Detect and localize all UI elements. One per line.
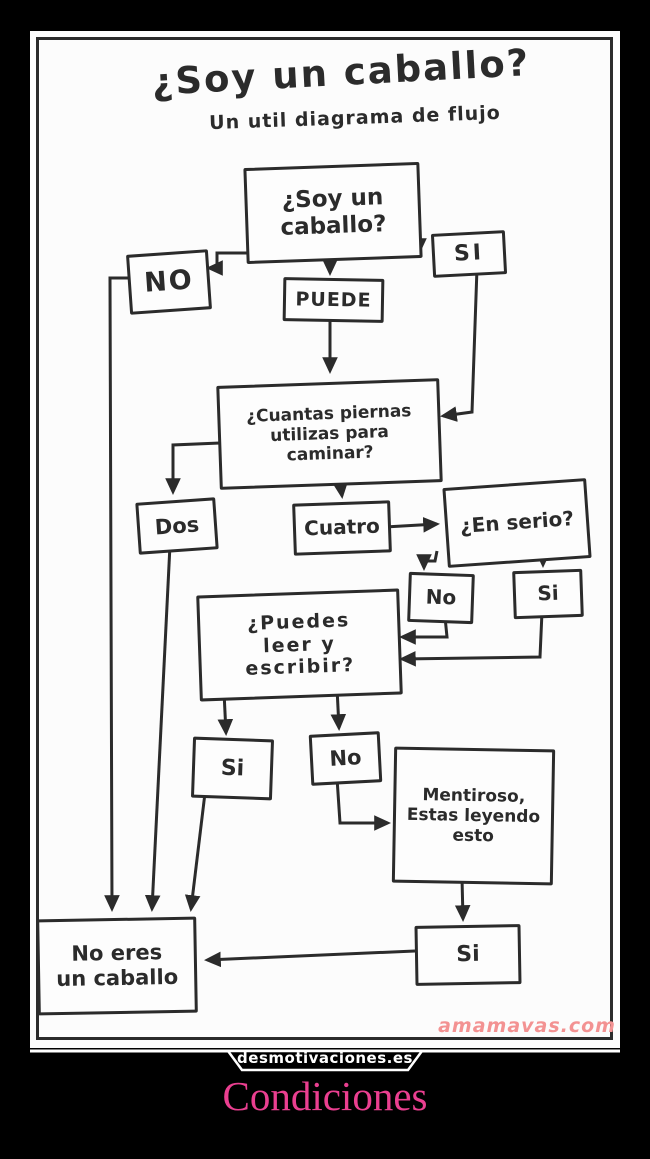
site-name: desmotivaciones.es [237,1049,413,1067]
node-label: No [425,584,457,610]
node-dos: Dos [135,497,219,555]
node-label: ¿Puedes leer y escribir? [244,609,356,681]
meme-caption: Condiciones [222,1073,428,1119]
node-label: No [328,745,363,771]
node-puede: PUEDE [282,277,385,323]
node-si: SI [430,230,508,278]
watermark: amamavas.com [438,1015,616,1037]
node-label: NO [143,264,195,299]
node-label: SI [453,240,485,267]
node-label: No eres un caballo [56,940,179,992]
site-tab-shape [30,1049,620,1072]
node-label: ¿Soy un caballo? [280,184,387,241]
node-si-bottom: Si [414,924,522,986]
node-puedes-leer: ¿Puedes leer y escribir? [196,588,403,702]
node-no-eres-caballo: No eres un caballo [36,916,198,1016]
node-label: Si [536,580,560,606]
node-mentiroso: Mentiroso, Estas leyendo esto [391,746,556,886]
node-label: PUEDE [295,288,372,312]
node-label: ¿En serio? [459,506,575,539]
node-label: Mentiroso, Estas leyendo esto [406,785,541,847]
node-label: Dos [154,512,200,540]
node-no: NO [126,249,212,315]
node-si-mid: Si [512,568,584,620]
node-cuantas-piernas: ¿Cuantas piernas utilizas para caminar? [216,378,443,490]
node-no-mid: No [407,571,475,625]
tab-notch [225,1049,425,1072]
node-label: Si [456,941,480,968]
node-label: Cuatro [303,513,381,541]
node-cuatro: Cuatro [292,500,392,556]
node-label: ¿Cuantas piernas utilizas para caminar? [245,401,412,466]
node-en-serio: ¿En serio? [442,478,592,568]
node-soy-un-caballo: ¿Soy un caballo? [243,161,423,265]
drawn-border [36,37,613,1040]
flowchart-image: ¿Soy un caballo? Un util diagrama de flu… [30,31,620,1048]
node-label: Si [220,755,245,781]
node-no-center: No [308,731,383,786]
node-si-left: Si [190,736,275,801]
